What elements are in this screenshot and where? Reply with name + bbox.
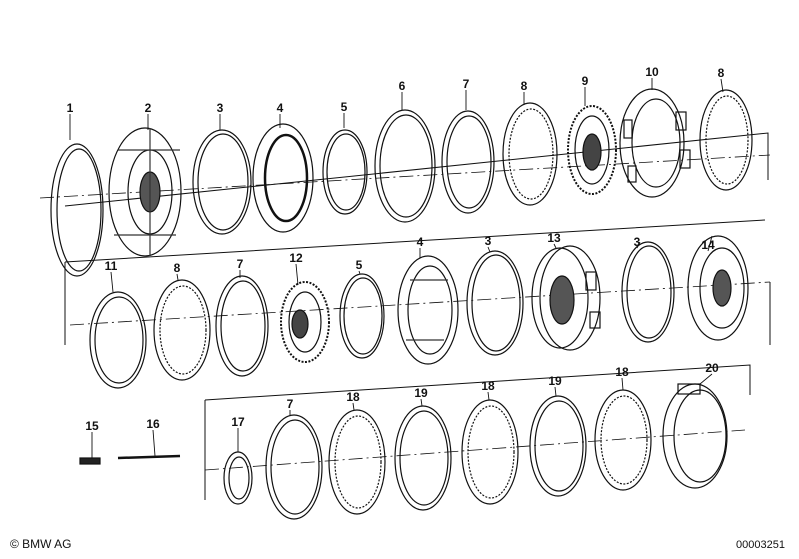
axis-row2 (69, 281, 771, 326)
label-part-8c: 8 (174, 261, 181, 275)
label-part-5: 5 (341, 100, 348, 114)
label-part-7: 7 (463, 77, 470, 91)
part-7-plate-c (265, 414, 323, 520)
part-7-plate (441, 110, 495, 214)
part-19-plate-b (529, 395, 587, 497)
label-part-18b: 18 (481, 379, 495, 393)
axis-row1 (39, 154, 771, 199)
part-8-friction-disc (502, 102, 558, 206)
part-3-ring (192, 129, 252, 235)
label-part-4: 4 (277, 101, 284, 115)
part-12-hub (280, 281, 330, 363)
part-16-pin (117, 454, 181, 460)
part-14-cover (687, 235, 749, 341)
label-part-20: 20 (705, 361, 719, 375)
label-part-3b: 3 (485, 234, 492, 248)
label-part-18c: 18 (615, 365, 629, 379)
part-20-band (662, 383, 728, 489)
label-part-8b: 8 (718, 66, 725, 80)
part-18-friction-disc (328, 409, 386, 515)
label-part-9: 9 (582, 74, 589, 88)
label-part-18: 18 (346, 390, 360, 404)
part-11-plate (89, 291, 147, 389)
part-5-ring (322, 129, 368, 215)
label-part-4b: 4 (417, 235, 424, 249)
part-4-piston (252, 123, 314, 233)
part-3-ring-c (621, 241, 675, 343)
label-part-8: 8 (521, 79, 528, 93)
label-part-15: 15 (85, 419, 99, 433)
label-part-11: 11 (105, 259, 118, 273)
label-part-5b: 5 (356, 258, 363, 272)
label-part-3c: 3 (634, 235, 641, 249)
label-part-12: 12 (289, 251, 303, 265)
label-part-17: 17 (231, 415, 245, 429)
part-7-plate-b (215, 275, 269, 377)
row2-frame (64, 219, 771, 345)
label-part-1: 1 (67, 101, 74, 115)
leaders (69, 78, 724, 458)
part-18-friction-disc-c (594, 389, 652, 491)
label-part-13: 13 (547, 231, 561, 245)
part-9-hub (567, 105, 617, 195)
part-2-drum (108, 127, 182, 257)
label-part-10: 10 (645, 65, 659, 79)
document-number: 00003251 (736, 539, 785, 551)
label-part-3: 3 (217, 101, 224, 115)
part-8-friction-disc-b (699, 89, 753, 191)
copyright-notice: © BMW AG (10, 537, 72, 551)
part-15-pin (79, 457, 101, 465)
part-3-ring-b (466, 250, 524, 356)
row1-frame (64, 132, 769, 207)
row3-frame (204, 364, 751, 500)
part-6-plate (374, 109, 436, 223)
label-part-19b: 19 (548, 374, 562, 388)
part-5-ring-b (339, 273, 385, 359)
part-4-piston-b (397, 255, 459, 365)
part-13-drum (531, 245, 601, 351)
part-17-ring (223, 451, 253, 505)
label-part-7c: 7 (287, 397, 294, 411)
label-part-19: 19 (414, 386, 428, 400)
part-1-snap-ring (50, 143, 104, 277)
label-part-14: 14 (701, 238, 715, 252)
part-10-carrier (619, 88, 691, 198)
part-8-friction-disc-c (153, 279, 211, 381)
axis-row3 (204, 429, 746, 471)
part-19-plate (394, 405, 452, 511)
label-part-2: 2 (145, 101, 152, 115)
part-18-friction-disc-b (461, 399, 519, 505)
label-part-16: 16 (146, 417, 160, 431)
label-part-6: 6 (399, 79, 406, 93)
label-part-7b: 7 (237, 257, 244, 271)
